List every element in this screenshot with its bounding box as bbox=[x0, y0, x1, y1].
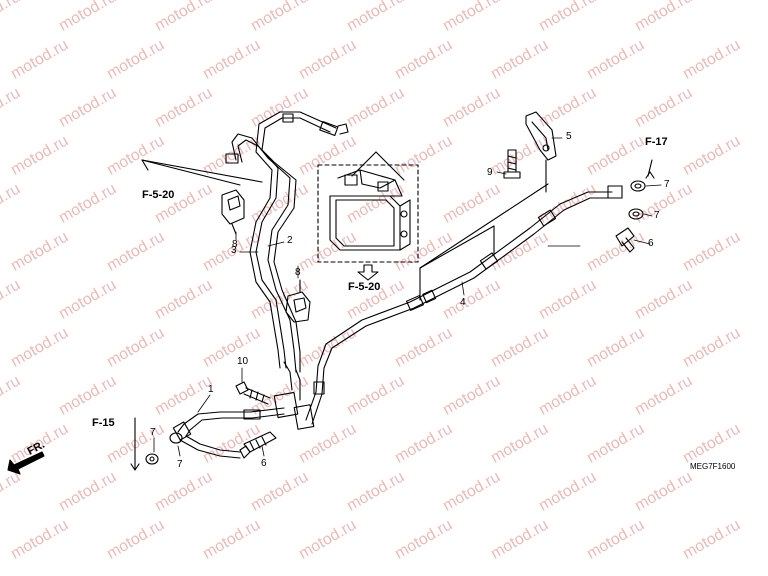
ref-f15[interactable]: F-15 bbox=[92, 417, 115, 429]
part-number-7-lower-a: 7 bbox=[150, 427, 156, 438]
part-number-7-lower-b: 7 bbox=[177, 459, 183, 470]
brake-pipe-1 bbox=[172, 407, 285, 459]
ref-f520-center[interactable]: F-5-20 bbox=[348, 281, 381, 293]
washer-7-right-b bbox=[628, 208, 644, 220]
part-number-8-lower: 8 bbox=[295, 267, 301, 278]
clamp-8-lower bbox=[285, 279, 311, 323]
bracket-5 bbox=[525, 111, 557, 161]
part-number-5: 5 bbox=[566, 131, 572, 142]
diagram-code: MEG7F1600 bbox=[690, 462, 736, 471]
part-number-1: 1 bbox=[208, 384, 214, 395]
part-number-7-right-b: 7 bbox=[654, 210, 660, 221]
part-number-9: 9 bbox=[487, 167, 493, 178]
washer-7-lower-b bbox=[169, 432, 183, 444]
front-arrow-icon bbox=[7, 451, 45, 475]
banjo-bolt-6-lower bbox=[243, 431, 277, 453]
leader-f520-b bbox=[141, 159, 263, 183]
joint-block bbox=[273, 361, 315, 430]
part-number-8-upper: 8 bbox=[232, 239, 238, 250]
ref-arrow-down bbox=[357, 264, 379, 281]
part-number-4: 4 bbox=[460, 297, 466, 308]
part-number-3: 3 bbox=[231, 245, 237, 256]
abs-modulator bbox=[317, 151, 419, 263]
washer-7-lower-a bbox=[145, 453, 159, 465]
part-number-7-right-a: 7 bbox=[664, 179, 670, 190]
clamp-8-upper bbox=[221, 189, 245, 235]
part-number-6-right: 6 bbox=[648, 238, 654, 249]
washer-7-right-a bbox=[630, 180, 646, 192]
brake-hose-4 bbox=[305, 185, 623, 425]
bolt-10 bbox=[235, 381, 271, 405]
bolt-9 bbox=[503, 149, 521, 179]
part-number-6-lower: 6 bbox=[261, 458, 267, 469]
banjo-bolt-6-right bbox=[615, 227, 635, 253]
leader-lines bbox=[153, 137, 662, 457]
ref-f520-left[interactable]: F-5-20 bbox=[142, 189, 175, 201]
part-number-10: 10 bbox=[237, 356, 249, 367]
ref-f17[interactable]: F-17 bbox=[645, 136, 668, 148]
leader-4-bracket bbox=[419, 183, 549, 301]
leader-f520-a bbox=[141, 159, 241, 186]
part-number-2: 2 bbox=[287, 235, 293, 246]
